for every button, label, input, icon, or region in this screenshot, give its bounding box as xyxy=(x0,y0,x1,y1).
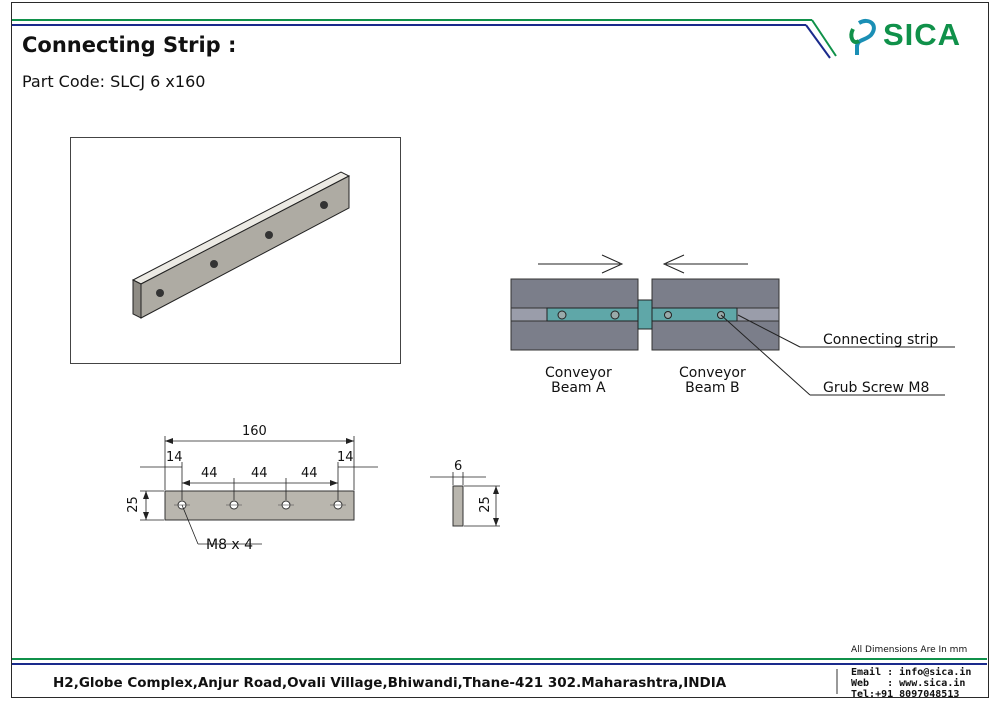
contact-tel: Tel:+91 8097048513 xyxy=(851,689,960,700)
part-code: Part Code: SLCJ 6 x160 xyxy=(22,72,206,91)
isometric-strip xyxy=(131,171,351,319)
dimensions-note: All Dimensions Are In mm xyxy=(851,645,968,655)
connecting-strip-label: Connecting strip xyxy=(823,332,939,348)
dim-thickness: 6 xyxy=(454,459,463,474)
dim-end-right: 14 xyxy=(337,450,354,465)
dim-overall-length: 160 xyxy=(242,424,267,439)
beam-b-label: Conveyor Beam B xyxy=(679,365,746,396)
drawing-frame xyxy=(11,2,989,698)
dim-pitch-1: 44 xyxy=(201,466,218,481)
company-address: H2,Globe Complex,Anjur Road,Ovali Villag… xyxy=(53,675,727,691)
sica-logo: SICA xyxy=(845,15,980,59)
contact-email: Email : info@sica.in xyxy=(851,667,972,678)
contact-block: Email : info@sica.in Web : www.sica.in T… xyxy=(851,667,971,700)
beam-a-label: Conveyor Beam A xyxy=(545,365,612,396)
logo-mark-icon xyxy=(849,18,876,55)
page-title: Connecting Strip : xyxy=(22,33,237,57)
contact-web: Web : www.sica.in xyxy=(851,678,966,689)
dim-holes: M8 x 4 xyxy=(206,537,254,553)
dim-height-front: 25 xyxy=(125,496,141,513)
logo-text: SICA xyxy=(883,17,962,52)
dim-end-left: 14 xyxy=(166,450,183,465)
dim-height-side: 25 xyxy=(477,496,493,513)
dim-pitch-3: 44 xyxy=(301,466,318,481)
dim-pitch-2: 44 xyxy=(251,466,268,481)
grub-screw-label: Grub Screw M8 xyxy=(823,380,930,396)
isometric-view xyxy=(70,137,401,364)
